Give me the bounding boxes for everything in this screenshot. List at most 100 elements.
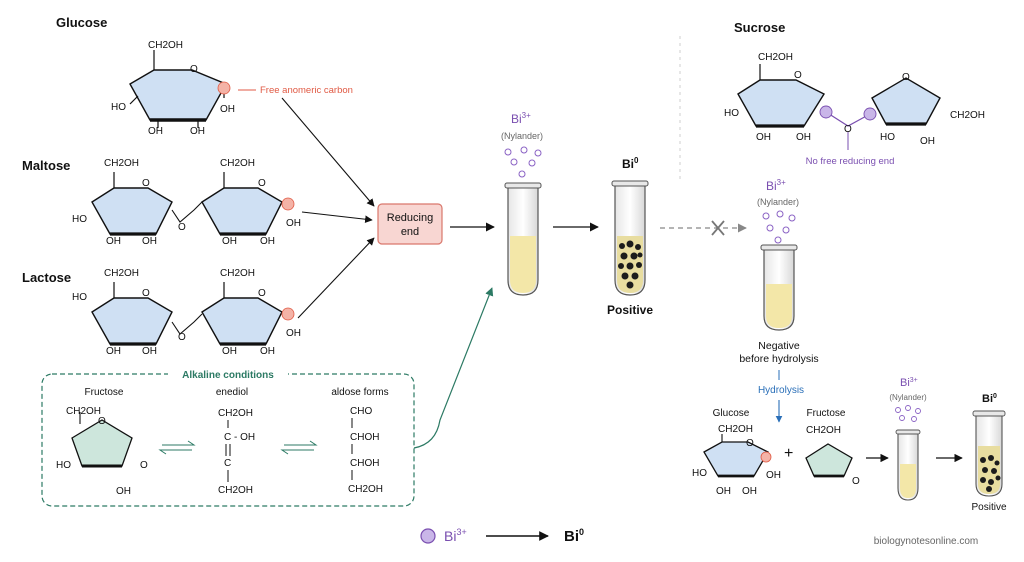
sucrose-glucose-ring bbox=[737, 64, 826, 128]
legend-bi3-icon bbox=[420, 528, 436, 544]
sucrose-oh-3: OH bbox=[920, 136, 935, 147]
lactose-oh-1: OH bbox=[106, 346, 121, 357]
lactose-bridge-o: O bbox=[178, 332, 186, 343]
maltose-title: Maltose bbox=[22, 158, 70, 173]
lactose-oh-3: OH bbox=[222, 346, 237, 357]
tube1 bbox=[504, 182, 542, 296]
product-glucose-oh1: OH bbox=[716, 486, 731, 497]
tube2-bi0-label: Bi0 bbox=[622, 156, 639, 171]
reducing-end-box bbox=[377, 203, 443, 245]
aldose-cho: CHO bbox=[350, 406, 372, 417]
lactose-ho: HO bbox=[72, 292, 87, 303]
lactose-ch2oh-1: CH2OH bbox=[104, 268, 139, 279]
sucrose-c1-marker bbox=[819, 105, 833, 119]
legend-bi0-label: Bi0 bbox=[564, 527, 584, 545]
aldose-choh-2: CHOH bbox=[350, 458, 379, 469]
lactose-ring-1 bbox=[91, 282, 173, 346]
maltose-oh-1: OH bbox=[106, 236, 121, 247]
product-fructose-ring bbox=[805, 443, 853, 478]
sucrose-glycosidic-bond bbox=[825, 111, 871, 127]
sucrose-ho: HO bbox=[724, 108, 739, 119]
alkaline-enediol-label: enediol bbox=[216, 387, 248, 398]
tube3-bi3-ions bbox=[762, 210, 796, 244]
sucrose-bridge-o: O bbox=[844, 124, 852, 135]
product-fructose-o: O bbox=[852, 476, 860, 487]
product-glucose-label: Glucose bbox=[713, 408, 750, 419]
enediol-ch2oh-bottom: CH2OH bbox=[218, 485, 253, 496]
glucose-oh3: OH bbox=[220, 104, 235, 115]
sucrose-oh-2: OH bbox=[796, 132, 811, 143]
product-glucose-oh2: OH bbox=[742, 486, 757, 497]
product-glucose-anomeric bbox=[760, 451, 772, 463]
tube1-nylander: (Nylander) bbox=[501, 131, 543, 141]
glucose-title: Glucose bbox=[56, 15, 107, 30]
alkaline-fructose-label: Fructose bbox=[85, 387, 124, 398]
blocked-x-icon bbox=[711, 220, 725, 236]
positive-label: Positive bbox=[607, 303, 653, 317]
alkaline-fructose-ch2oh: CH2OH bbox=[66, 406, 101, 417]
product-glucose-ring bbox=[703, 434, 769, 478]
tube4-bi3-ions bbox=[895, 405, 921, 422]
maltose-ring-2 bbox=[201, 172, 283, 236]
tube5-bi0-label: Bi0 bbox=[982, 393, 997, 405]
equilibrium-arrow-2 bbox=[280, 440, 318, 455]
tube4-nylander: (Nylander) bbox=[889, 393, 927, 402]
lactose-ch2oh-2: CH2OH bbox=[220, 268, 255, 279]
lactose-title: Lactose bbox=[22, 270, 71, 285]
product-glucose-ch2oh: CH2OH bbox=[718, 424, 753, 435]
arrow-lactose-to-reducing bbox=[297, 237, 375, 319]
positive-small-label: Positive bbox=[971, 502, 1006, 513]
maltose-oh-3: OH bbox=[222, 236, 237, 247]
maltose-o-1: O bbox=[142, 178, 150, 189]
tube5-bismuth-precipitate bbox=[980, 455, 1001, 492]
tube3 bbox=[760, 244, 798, 331]
tube4 bbox=[895, 429, 921, 501]
alkaline-aldose-label: aldose forms bbox=[331, 387, 388, 398]
lactose-o-2: O bbox=[258, 288, 266, 299]
free-anomeric-label: Free anomeric carbon bbox=[260, 85, 353, 96]
maltose-oh-5: OH bbox=[286, 218, 301, 229]
alkaline-fructose-oh: OH bbox=[116, 486, 131, 497]
arrow-maltose-to-reducing bbox=[301, 211, 373, 224]
maltose-anomeric-marker bbox=[281, 197, 295, 211]
alkaline-title: Alkaline conditions bbox=[182, 370, 274, 381]
maltose-ch2oh-2: CH2OH bbox=[220, 158, 255, 169]
maltose-ho: HO bbox=[72, 214, 87, 225]
sucrose-c2-marker bbox=[863, 107, 877, 121]
reducing-end-label-2: end bbox=[401, 226, 419, 238]
arrow-glucose-to-reducing bbox=[281, 97, 375, 207]
sucrose-ch2oh-2: CH2OH bbox=[950, 110, 985, 121]
negative-label: Negative bbox=[758, 340, 800, 352]
sucrose-title: Sucrose bbox=[734, 20, 785, 35]
alkaline-fructose-o: O bbox=[98, 416, 106, 427]
before-hydrolysis-label: before hydrolysis bbox=[739, 353, 818, 365]
glucose-anomeric-marker bbox=[217, 81, 231, 95]
enediol-ch2oh-top: CH2OH bbox=[218, 408, 253, 419]
product-glucose-oh3: OH bbox=[766, 470, 781, 481]
glucose-ho: HO bbox=[111, 102, 126, 113]
tube1-bi3-ions bbox=[504, 146, 542, 178]
glucose-oh1: OH bbox=[148, 126, 163, 137]
aldose-choh-1: CHOH bbox=[350, 432, 379, 443]
alkaline-title-bg bbox=[168, 368, 288, 380]
aldose-ch2oh: CH2OH bbox=[348, 484, 383, 495]
alkaline-fructose-o2: O bbox=[140, 460, 148, 471]
hydrolysis-label: Hydrolysis bbox=[758, 385, 804, 396]
sucrose-ch2oh: CH2OH bbox=[758, 52, 793, 63]
lactose-o-1: O bbox=[142, 288, 150, 299]
sucrose-o-1: O bbox=[794, 70, 802, 81]
enediol-c: C bbox=[224, 458, 231, 469]
sucrose-fructose-ring bbox=[871, 77, 941, 126]
tube3-bi3-label: Bi3+ bbox=[766, 178, 786, 193]
maltose-glycosidic-bond bbox=[171, 201, 203, 223]
product-glucose-ho: HO bbox=[692, 468, 707, 479]
plus-sign: + bbox=[784, 445, 793, 462]
sucrose-ho-2: HO bbox=[880, 132, 895, 143]
maltose-o-2: O bbox=[258, 178, 266, 189]
lactose-oh-4: OH bbox=[260, 346, 275, 357]
sucrose-oh-1: OH bbox=[756, 132, 771, 143]
glucose-ring-o: O bbox=[190, 64, 198, 75]
tube2 bbox=[611, 180, 649, 296]
maltose-ring-1 bbox=[91, 172, 173, 236]
